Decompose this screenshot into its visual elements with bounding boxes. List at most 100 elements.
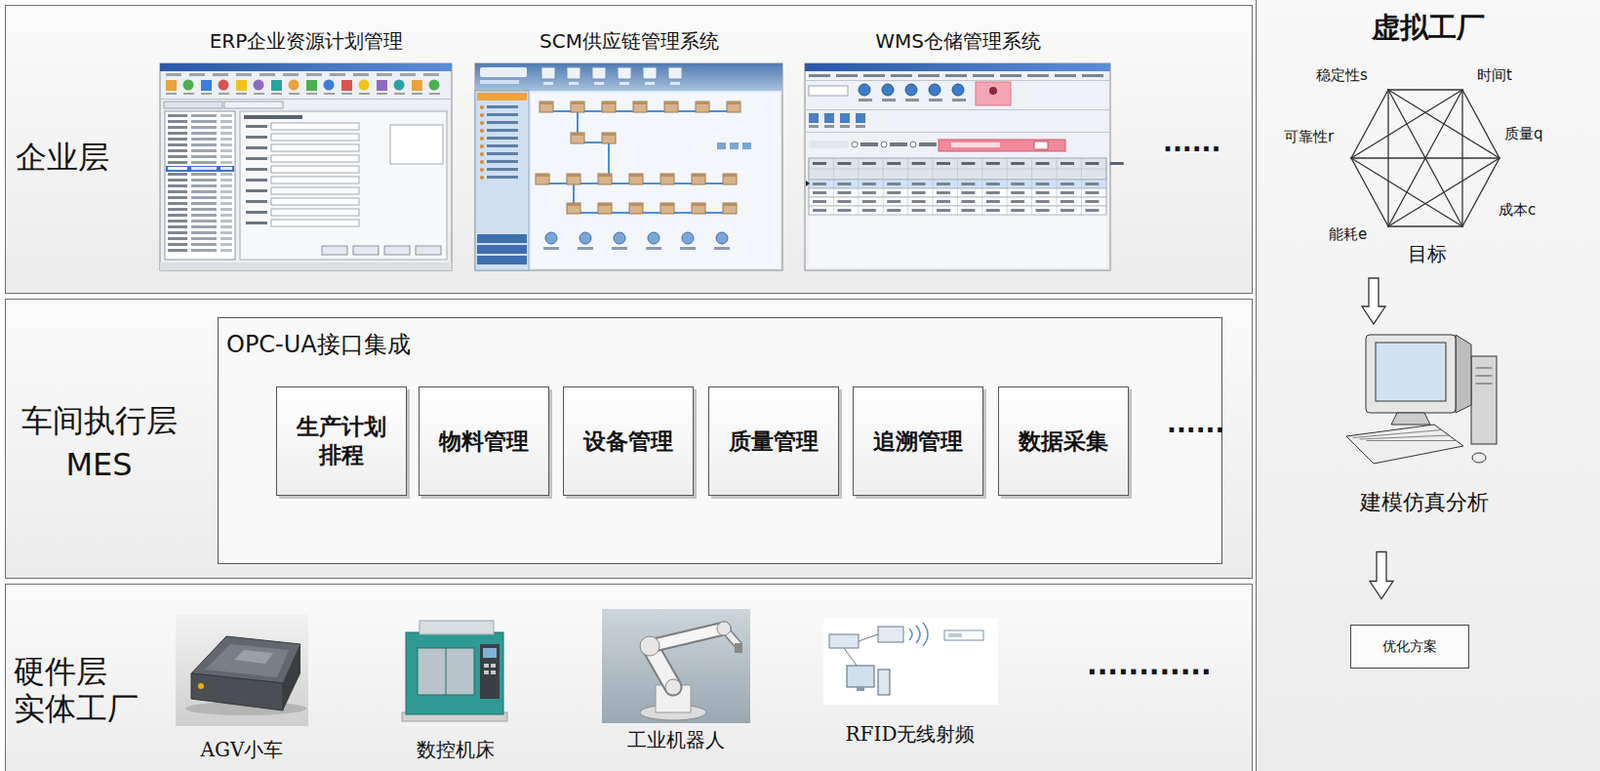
flow-icon — [660, 202, 675, 214]
flow-icon — [722, 202, 737, 206]
form-label — [245, 189, 268, 193]
menu-item — [282, 73, 299, 77]
tower-slot — [1476, 367, 1492, 369]
table-cell — [1036, 200, 1050, 203]
header-icon — [592, 67, 606, 80]
nav-bullet — [480, 167, 484, 172]
table-cell — [912, 200, 926, 203]
logo-block — [480, 80, 520, 84]
menu-item — [863, 74, 885, 78]
integration-box: 生产计划 排程物料管理设备管理质量管理追溯管理数据采集OPC-UA接口集成 — [217, 317, 1223, 564]
radio-wave — [922, 622, 928, 646]
flow-icon — [539, 101, 554, 105]
toolbar-icon — [840, 113, 850, 123]
list-cell — [220, 155, 233, 159]
logo-block — [480, 67, 527, 78]
flow-icon — [601, 132, 616, 144]
form-label — [245, 167, 268, 171]
list-cell — [220, 190, 233, 194]
flow-icon — [633, 101, 647, 113]
form-field — [271, 155, 360, 162]
list-cell — [220, 242, 233, 246]
list-cell — [167, 125, 188, 129]
flow-icon — [629, 173, 643, 177]
small-icon — [729, 142, 739, 150]
rfid-cable — [843, 647, 857, 666]
toolbar-caption — [376, 92, 388, 95]
agv-panel — [204, 643, 289, 678]
goal-axis-label: 时间t — [1477, 66, 1513, 85]
toolbar-caption — [323, 92, 335, 95]
table-cell — [862, 191, 877, 195]
nav-item — [486, 136, 519, 140]
form-field — [271, 165, 360, 173]
list-cell — [191, 237, 217, 240]
toolbar-caption — [881, 98, 896, 102]
tab — [224, 101, 283, 109]
ellipsis: ...... — [1162, 126, 1221, 160]
nav-item — [486, 152, 519, 156]
table-cell — [936, 191, 951, 195]
table-cell — [812, 200, 827, 203]
list-cell — [220, 201, 233, 205]
toolbar-icon — [858, 83, 871, 96]
box-label: 质量管理 — [728, 427, 819, 456]
toolbar-icon — [200, 80, 212, 91]
table-cell — [960, 200, 975, 203]
goal-axis-label: 能耗e — [1328, 225, 1367, 244]
module-box: 数据采集 — [998, 386, 1129, 496]
menu-item — [1000, 74, 1022, 78]
header-icon — [541, 67, 556, 80]
form-label — [245, 124, 268, 128]
ellipsis: ...... — [1166, 407, 1225, 440]
scm-window — [475, 63, 783, 271]
empty-area — [808, 216, 1107, 268]
table-cell — [1060, 191, 1075, 195]
nav-header — [477, 92, 527, 101]
list-cell — [167, 242, 188, 246]
list-cell — [220, 131, 233, 135]
form-field — [271, 198, 360, 205]
agv-display — [234, 649, 274, 664]
toolbar-icon — [183, 80, 195, 91]
flow-icon — [726, 101, 741, 105]
header-cell — [886, 161, 901, 165]
header-icon — [617, 67, 632, 80]
hexagon-line — [1351, 158, 1389, 227]
toolbar-icon — [376, 80, 388, 91]
hardware-device: RFID无线射频 — [814, 612, 1016, 756]
nav-item — [486, 105, 519, 109]
photo-background — [823, 617, 999, 705]
flow-icon — [566, 202, 581, 214]
module-icon — [681, 232, 694, 244]
toolbar-caption — [411, 92, 423, 95]
toolbar-caption — [359, 92, 370, 95]
list-panel — [164, 111, 236, 260]
pc-monitor — [846, 665, 875, 687]
table-cell — [837, 182, 851, 186]
flow-icon — [570, 101, 585, 105]
flow-icon — [695, 101, 710, 105]
robot-arm — [649, 628, 724, 646]
list-cell — [167, 213, 188, 217]
flow-icon — [722, 202, 737, 214]
toolbar-icon — [288, 80, 300, 91]
hexagon-line — [1388, 88, 1463, 90]
flow-icon — [570, 132, 585, 144]
menu-item — [212, 73, 229, 77]
button — [353, 245, 379, 255]
toolbar-caption — [840, 124, 850, 128]
toolbar-icon — [429, 80, 440, 91]
wms-window — [804, 63, 1111, 271]
header-caption — [619, 81, 630, 85]
list-cell — [220, 160, 233, 164]
filter-label — [808, 140, 848, 149]
nav-panel — [475, 90, 529, 271]
table-cell — [1084, 191, 1099, 195]
separator — [804, 131, 1111, 133]
menu-item — [400, 73, 416, 77]
table-cell — [837, 191, 851, 195]
box-label: 优化方案 — [1382, 638, 1438, 656]
